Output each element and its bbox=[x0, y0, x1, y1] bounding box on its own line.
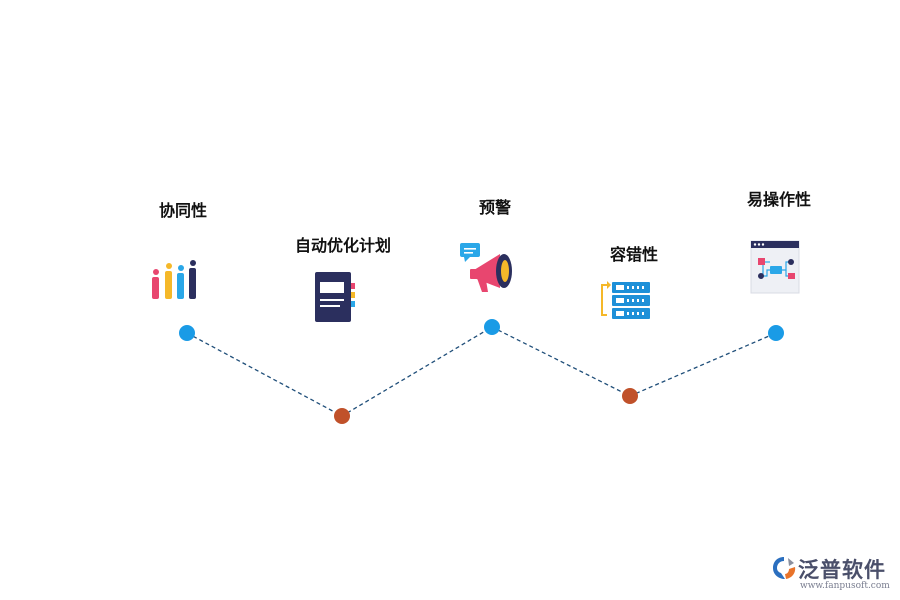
node-1 bbox=[179, 325, 195, 341]
feature-label-3: 预警 bbox=[478, 198, 512, 217]
flowchart-window-icon bbox=[750, 240, 800, 294]
notebook-icon bbox=[315, 272, 355, 322]
dashed-connector bbox=[186, 326, 777, 417]
brand-logo: 泛普软件 www.fanpusoft.com bbox=[770, 552, 894, 596]
brand-name: 泛普软件 bbox=[798, 558, 886, 582]
brand-url: www.fanpusoft.com bbox=[800, 581, 890, 591]
bar-chart-icon bbox=[152, 260, 196, 299]
server-stack-icon bbox=[601, 281, 650, 319]
logo-mark-icon bbox=[773, 557, 796, 579]
megaphone-icon bbox=[460, 243, 512, 292]
node-5 bbox=[768, 325, 784, 341]
node-2 bbox=[334, 408, 350, 424]
feature-label-2: 自动优化计划 bbox=[294, 236, 392, 255]
node-4 bbox=[622, 388, 638, 404]
feature-label-5: 易操作性 bbox=[746, 190, 812, 209]
feature-label-1: 协同性 bbox=[158, 201, 208, 220]
feature-label-4: 容错性 bbox=[609, 245, 659, 264]
node-3 bbox=[484, 319, 500, 335]
